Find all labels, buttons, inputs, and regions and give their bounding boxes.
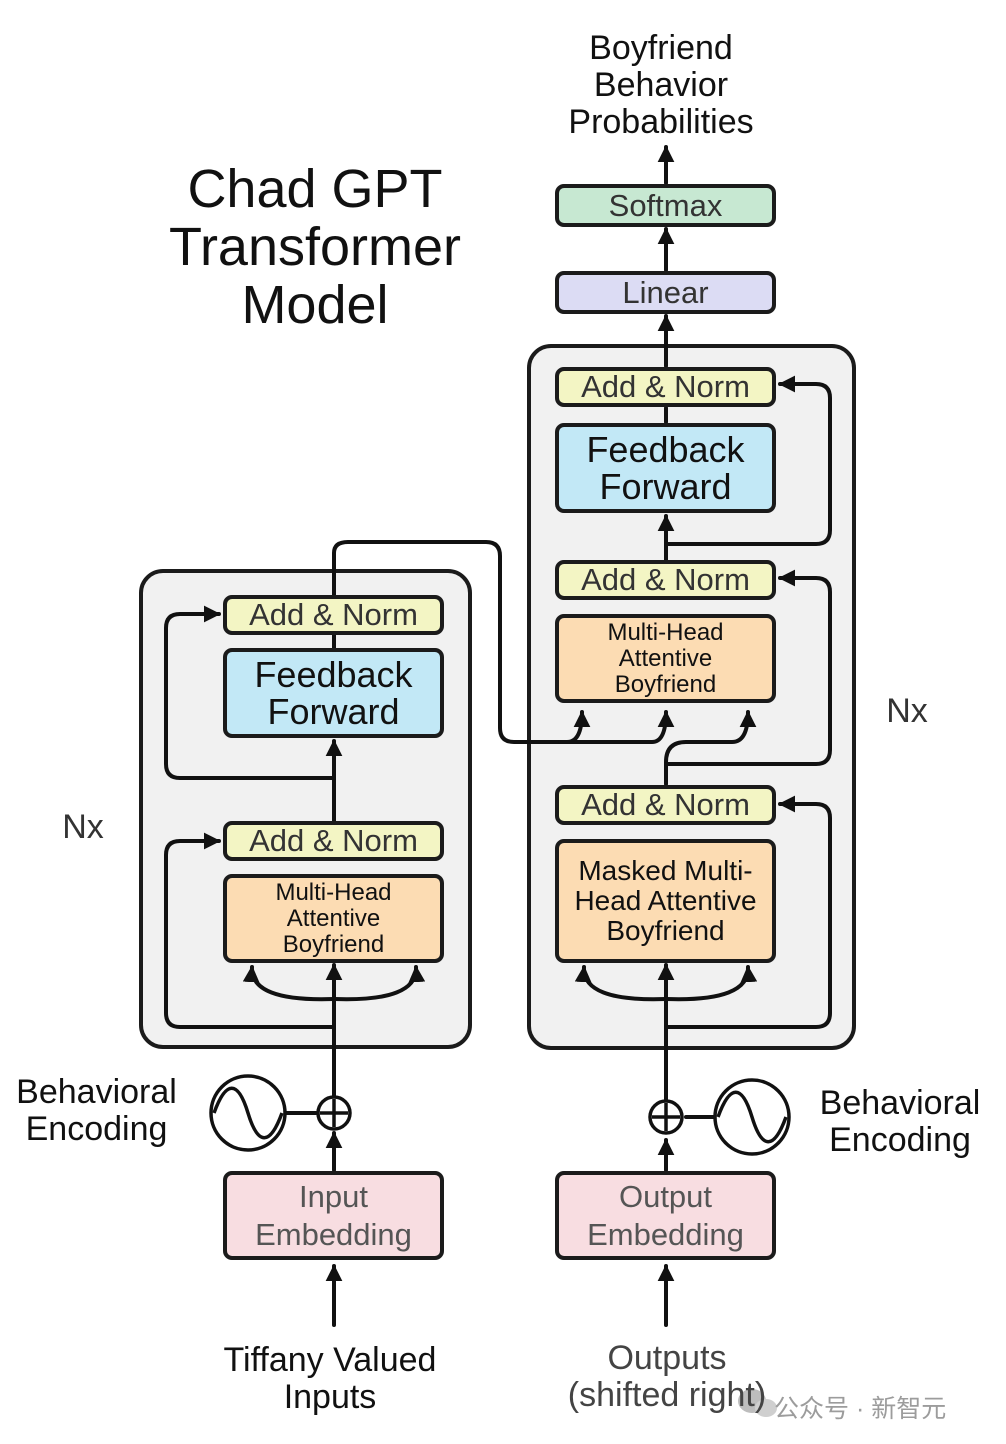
encoder-repeat-label: Nx xyxy=(62,808,104,846)
encoder-feed-forward: Feedback Forward xyxy=(223,648,444,738)
plus-circle-icon xyxy=(648,1099,684,1135)
encoder-positional-encoding-label: Behavioral Encoding xyxy=(16,1073,177,1148)
decoder-masked-attention: Masked Multi- Head Attentive Boyfriend xyxy=(555,839,776,963)
decoder-residual-3 xyxy=(664,375,832,546)
sine-wave-icon xyxy=(713,1078,791,1156)
decoder-add-norm-bottom: Add & Norm xyxy=(555,785,776,825)
output-embedding: Output Embedding xyxy=(555,1171,776,1260)
decoder-input-label: Outputs (shifted right) xyxy=(567,1339,767,1414)
diagram-title: Chad GPT Transformer Model xyxy=(168,159,462,335)
encoder-attn-left-branch xyxy=(242,965,336,1002)
encoder-residual-2 xyxy=(164,605,336,780)
input-embedding: Input Embedding xyxy=(223,1171,444,1260)
decoder-cross-attention: Multi-Head Attentive Boyfriend xyxy=(555,614,776,703)
watermark: 公众号 · 新智元 xyxy=(774,1395,947,1423)
decoder-add-norm-top: Add & Norm xyxy=(555,367,776,407)
encoder-attn-right-branch xyxy=(332,965,426,1002)
linear-layer: Linear xyxy=(555,271,776,314)
softmax-layer: Softmax xyxy=(555,184,776,227)
plus-circle-icon xyxy=(316,1095,352,1131)
encoder-add-norm-top: Add & Norm xyxy=(223,595,444,635)
decoder-positional-encoding-label: Behavioral Encoding xyxy=(819,1084,981,1159)
wechat-icon xyxy=(738,1389,777,1417)
decoder-add-norm-mid: Add & Norm xyxy=(555,560,776,600)
decoder-masked-right-branch xyxy=(664,965,758,1002)
decoder-masked-left-branch xyxy=(574,965,668,1002)
encoder-attention: Multi-Head Attentive Boyfriend xyxy=(223,874,444,963)
output-label: Boyfriend Behavior Probabilities xyxy=(568,29,754,141)
decoder-residual-2 xyxy=(664,569,832,766)
encoder-add-norm-bottom: Add & Norm xyxy=(223,821,444,861)
encoder-residual-1 xyxy=(164,832,336,1029)
encoder-stack xyxy=(139,569,472,1049)
decoder-norm-to-cross-attn xyxy=(664,710,757,786)
sine-wave-icon xyxy=(209,1074,287,1152)
decoder-feed-forward: Feedback Forward xyxy=(555,423,776,513)
decoder-residual-1 xyxy=(664,795,832,1029)
decoder-repeat-label: Nx xyxy=(886,692,928,730)
encoder-to-decoder-connection-2 xyxy=(558,710,675,744)
encoder-input-label: Tiffany Valued Inputs xyxy=(223,1341,437,1416)
